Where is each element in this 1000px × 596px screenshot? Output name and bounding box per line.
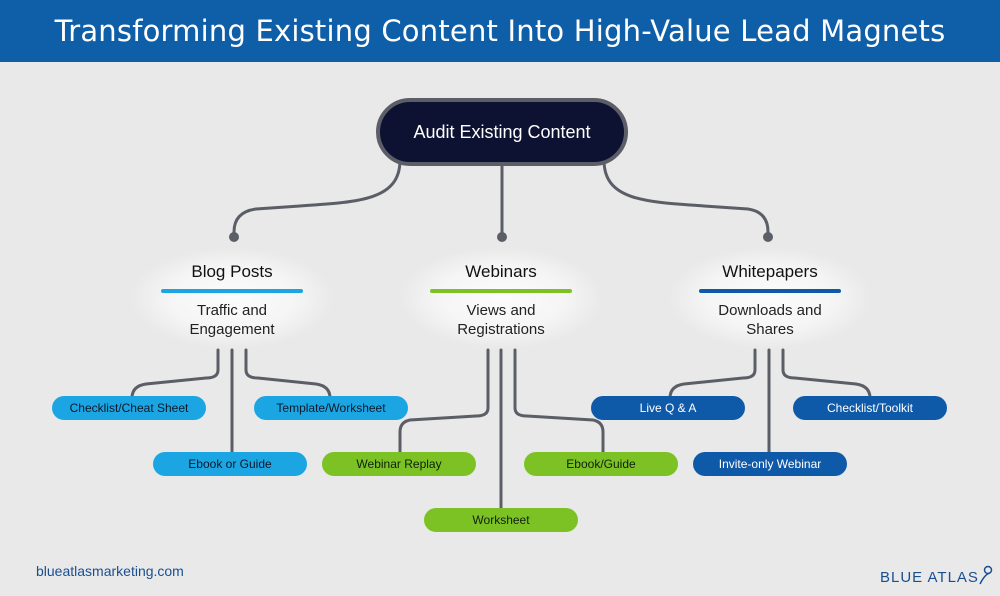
page-title: Transforming Existing Content Into High-… xyxy=(54,14,946,48)
footer-url: blueatlasmarketing.com xyxy=(36,563,184,579)
pill-invite-only-webinar: Invite-only Webinar xyxy=(693,452,847,476)
category-whitepapers: Whitepapers Downloads and Shares xyxy=(670,248,870,348)
connector-dot-blog xyxy=(229,232,239,242)
pill-checklist-toolkit: Checklist/Toolkit xyxy=(793,396,947,420)
category-title: Webinars xyxy=(465,262,537,281)
globe-icon xyxy=(979,565,993,585)
root-label: Audit Existing Content xyxy=(413,121,591,142)
category-underline xyxy=(699,289,841,293)
category-metric: Traffic and Engagement xyxy=(189,302,275,338)
connector-blog-checklist xyxy=(130,348,220,400)
connector-dot-whitepapers xyxy=(763,232,773,242)
connector-dot-webinars xyxy=(497,232,507,242)
connector-webinars-replay xyxy=(398,348,490,454)
connector-root-blog xyxy=(232,158,402,238)
pill-ebook-or-guide: Ebook or Guide xyxy=(153,452,307,476)
connector-webinars-ebook xyxy=(513,348,605,454)
root-node: Audit Existing Content xyxy=(376,98,628,166)
category-webinars: Webinars Views and Registrations xyxy=(401,248,601,348)
category-blog-posts: Blog Posts Traffic and Engagement xyxy=(132,248,332,348)
category-title: Blog Posts xyxy=(191,262,273,281)
category-metric: Downloads and Shares xyxy=(718,302,822,338)
category-underline xyxy=(161,289,303,293)
pill-worksheet: Worksheet xyxy=(424,508,578,532)
brand-logo: BLUE ATLAS xyxy=(880,560,993,586)
connector-root-whitepapers xyxy=(602,158,770,238)
connector-whitepapers-toolkit xyxy=(781,348,872,400)
connector-whitepapers-liveqa xyxy=(668,348,757,400)
pill-checklist-cheat-sheet: Checklist/Cheat Sheet xyxy=(52,396,206,420)
category-title: Whitepapers xyxy=(722,262,818,281)
brand-logo-text: BLUE ATLAS xyxy=(880,569,979,586)
category-underline xyxy=(430,289,572,293)
header-bar: Transforming Existing Content Into High-… xyxy=(0,0,1000,62)
pill-template-worksheet: Template/Worksheet xyxy=(254,396,408,420)
category-metric: Views and Registrations xyxy=(457,302,545,338)
pill-webinar-replay: Webinar Replay xyxy=(322,452,476,476)
pill-ebook-guide: Ebook/Guide xyxy=(524,452,678,476)
connector-blog-template xyxy=(244,348,332,400)
pill-live-qa: Live Q & A xyxy=(591,396,745,420)
